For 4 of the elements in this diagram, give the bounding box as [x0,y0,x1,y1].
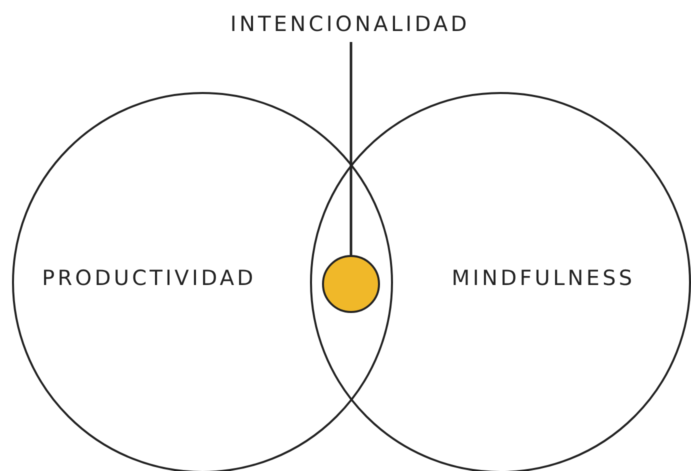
set-label: MINDFULNESS [452,264,635,292]
leader-line [350,42,352,255]
callout-label: INTENCIONALIDAD [230,11,470,38]
set-label: PRODUCTIVIDAD [42,264,256,292]
